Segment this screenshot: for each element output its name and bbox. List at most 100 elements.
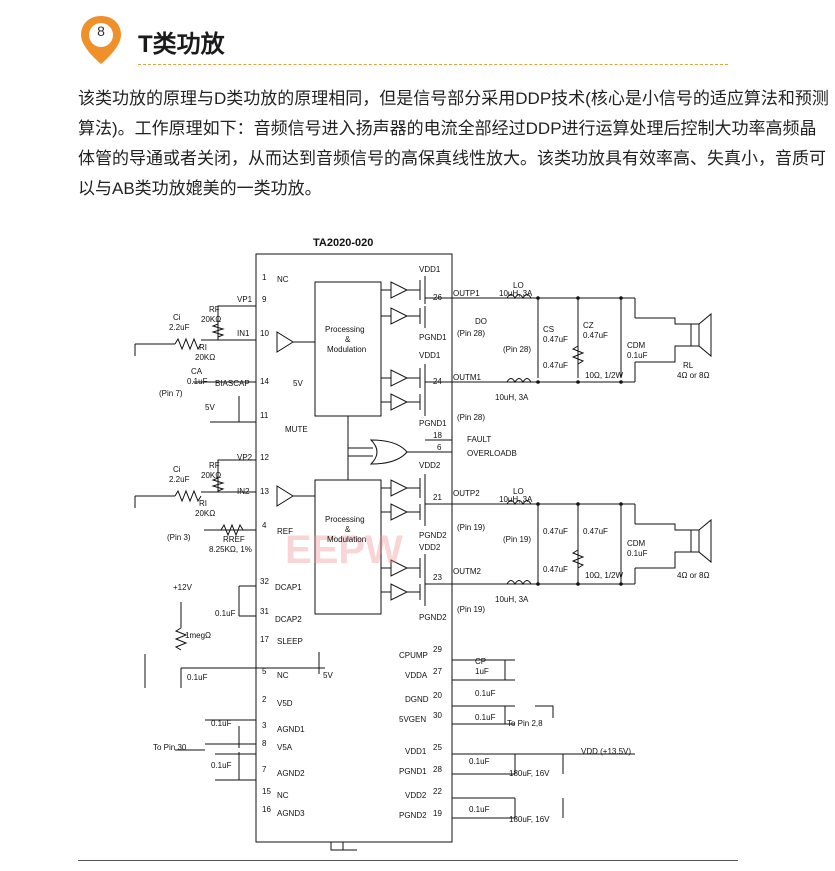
12v-label: +12V — [173, 583, 193, 592]
processing-label-2: Processing — [325, 515, 365, 524]
cdm2-label: CDM — [627, 539, 646, 548]
rpin-label: VDD1 — [405, 747, 427, 756]
rpin-num: 20 — [433, 691, 442, 700]
topin28-label: To Pin 2,8 — [507, 719, 543, 728]
ca-value: 0.1uF — [187, 377, 208, 386]
cbw2-value: 180uF, 16V — [509, 815, 550, 824]
lpin-num: 9 — [262, 295, 267, 304]
rpin-num: 28 — [433, 765, 442, 774]
ci-value: 2.2uF — [169, 323, 190, 332]
lpin-label: AGND2 — [277, 769, 305, 778]
cd-value: 0.1uF — [475, 689, 496, 698]
lo4-value: 10uH, 3A — [495, 595, 529, 604]
map-pin-icon — [81, 16, 121, 64]
processing-amp-1: & — [345, 335, 351, 344]
cz-label: CZ — [583, 321, 594, 330]
rf2-value: 20KΩ — [201, 471, 221, 480]
circuit-schematic: EEPW TA2020-020 Processing & Modulation … — [134, 237, 712, 851]
lpin-num: 13 — [260, 487, 269, 496]
processing-label-1: Processing — [325, 325, 365, 334]
lpin-label: DCAP1 — [275, 583, 302, 592]
rpin-num: 19 — [433, 809, 442, 818]
cdm-value: 0.1uF — [627, 351, 648, 360]
pin3-label: (Pin 3) — [167, 533, 191, 542]
lpin-label: V5A — [277, 743, 293, 752]
cap-v5d: 0.1uF — [211, 719, 232, 728]
chip-body — [255, 253, 453, 843]
lpin-num: 4 — [262, 521, 267, 530]
lpin-label: VP1 — [237, 295, 253, 304]
rref-value: 8.25KΩ, 1% — [209, 545, 252, 554]
rpin-label: VDD2 — [405, 791, 427, 800]
cs-label: CS — [543, 325, 554, 334]
topin30-label: To Pin 30 — [153, 743, 187, 752]
rz-value: 10Ω, 1/2W — [585, 371, 623, 380]
lpin-num: 14 — [260, 377, 269, 386]
rl2-value: 4Ω or 8Ω — [677, 571, 709, 580]
rpin-label: OUTP1 — [453, 289, 480, 298]
lo-value: 10uH, 3A — [499, 289, 533, 298]
cs2-value: 0.47uF — [543, 527, 568, 536]
rl-label: RL — [683, 361, 694, 370]
section-title: T类功放 — [138, 31, 225, 58]
lpin-label: V5D — [277, 699, 293, 708]
rpin-label: OUTM2 — [453, 567, 482, 576]
ci-label: Ci — [173, 313, 181, 322]
lpin-num: 16 — [262, 805, 271, 814]
5v-label: 5V — [205, 403, 215, 412]
csw2-value: 0.1uF — [469, 805, 490, 814]
lpin-label: NC — [277, 791, 289, 800]
lo-label: LO — [513, 281, 524, 290]
pgnd1-label-b: PGND1 — [419, 419, 447, 428]
pgnd2-label-b: PGND2 — [419, 613, 447, 622]
rpin-label: FAULT — [467, 435, 491, 444]
rpin-label: VDDA — [405, 671, 428, 680]
lpin-label: AGND1 — [277, 725, 305, 734]
vdd1-label-b: VDD1 — [419, 351, 441, 360]
rpin-num: 18 — [433, 431, 442, 440]
cap-sleep: 0.1uF — [187, 673, 208, 682]
processing-amp-2: & — [345, 525, 351, 534]
rpin-num: 27 — [433, 667, 442, 676]
rf2-label: RF — [209, 461, 220, 470]
lpin-num: 8 — [262, 739, 267, 748]
body-paragraph: 该类功放的原理与D类功放的原理相同，但是信号部分采用DDP技术(核心是小信号的适… — [78, 89, 829, 198]
lo3-value: 10uH, 3A — [499, 495, 533, 504]
rl-value: 4Ω or 8Ω — [677, 371, 709, 380]
vdd2-label-b: VDD2 — [419, 543, 441, 552]
cz-value: 0.47uF — [583, 331, 608, 340]
lo3-label: LO — [513, 487, 524, 496]
lpin-label: BIASCAP — [215, 379, 250, 388]
pin19-label: (Pin 19) — [457, 523, 485, 532]
rpin-label: PGND2 — [399, 811, 427, 820]
cap-dcap: 0.1uF — [215, 609, 236, 618]
rref-label: RREF — [223, 535, 245, 544]
rpin-label: PGND1 — [399, 767, 427, 776]
lpin-label: DCAP2 — [275, 615, 302, 624]
5v-mute-label: 5V — [293, 379, 303, 388]
cp-value: 1uF — [475, 667, 489, 676]
ca-label: CA — [191, 367, 203, 376]
rz2-value: 10Ω, 1/2W — [585, 571, 623, 580]
ri2-label: RI — [199, 499, 207, 508]
rpin-num: 30 — [433, 711, 442, 720]
rpin-label: DGND — [405, 695, 429, 704]
lpin-num: 11 — [260, 411, 269, 420]
rpin-num: 6 — [437, 443, 442, 452]
rpin-num: 23 — [433, 573, 442, 582]
lpin-label: IN1 — [237, 329, 250, 338]
watermark: EEPW — [285, 528, 403, 572]
lpin-num: 3 — [262, 721, 267, 730]
section-header: 8 T类功放 — [78, 8, 758, 70]
rpin-num: 21 — [433, 493, 442, 502]
vdd-rail-label: VDD (+13.5V) — [581, 747, 631, 756]
cs-value: 0.47uF — [543, 335, 568, 344]
dashed-divider — [138, 64, 728, 65]
section-number: 8 — [97, 23, 105, 39]
cs2-value-b: 0.47uF — [543, 565, 568, 574]
lpin-label: AGND3 — [277, 809, 305, 818]
rf-value: 20KΩ — [201, 315, 221, 324]
ci2-label: Ci — [173, 465, 181, 474]
lo2-value: 10uH, 3A — [495, 393, 529, 402]
rpin-label: OUTP2 — [453, 489, 480, 498]
